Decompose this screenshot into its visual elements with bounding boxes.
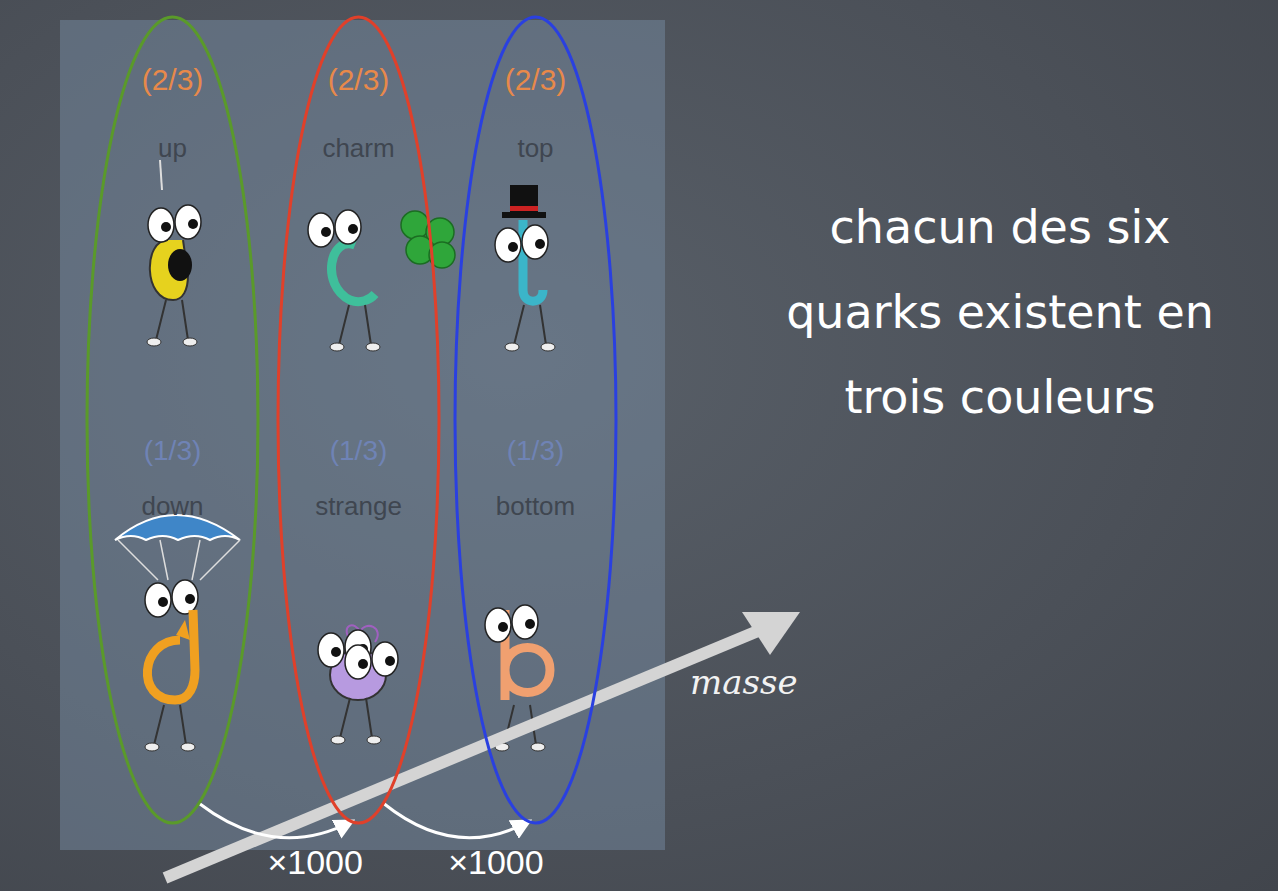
mass-arrow [165, 628, 765, 878]
charge-fraction: (2/3) [142, 63, 204, 97]
panel [60, 20, 665, 850]
multiplier-label: ×1000 [448, 843, 544, 882]
multiplier-arrow [383, 803, 528, 837]
generation-ellipse: (2/3) top (1/3) bottom [453, 15, 618, 825]
charge-fraction: (2/3) [505, 63, 567, 97]
generation-ellipse: (2/3) charm (1/3) strange [276, 15, 441, 825]
quark-name: top [517, 133, 553, 164]
note-text: chacun des six quarks existent en trois … [745, 185, 1255, 440]
down-quark [147, 610, 195, 700]
charge-fraction: (2/3) [328, 63, 390, 97]
charge-fraction: (1/3) [507, 435, 565, 467]
multiplier-label: ×1000 [267, 843, 363, 882]
quark-name: down [141, 491, 203, 522]
generation-ellipse: (2/3) up (1/3) down [85, 15, 260, 825]
charge-fraction: (1/3) [144, 435, 202, 467]
quark-name: up [158, 133, 187, 164]
quark-name: strange [315, 491, 402, 522]
mass-arrowhead [742, 612, 800, 655]
axis-label: masse [690, 662, 798, 702]
charm-quark [331, 244, 375, 302]
quark-name: bottom [496, 491, 576, 522]
charge-fraction: (1/3) [330, 435, 388, 467]
quark-name: charm [322, 133, 394, 164]
multiplier-arrow [199, 803, 352, 837]
